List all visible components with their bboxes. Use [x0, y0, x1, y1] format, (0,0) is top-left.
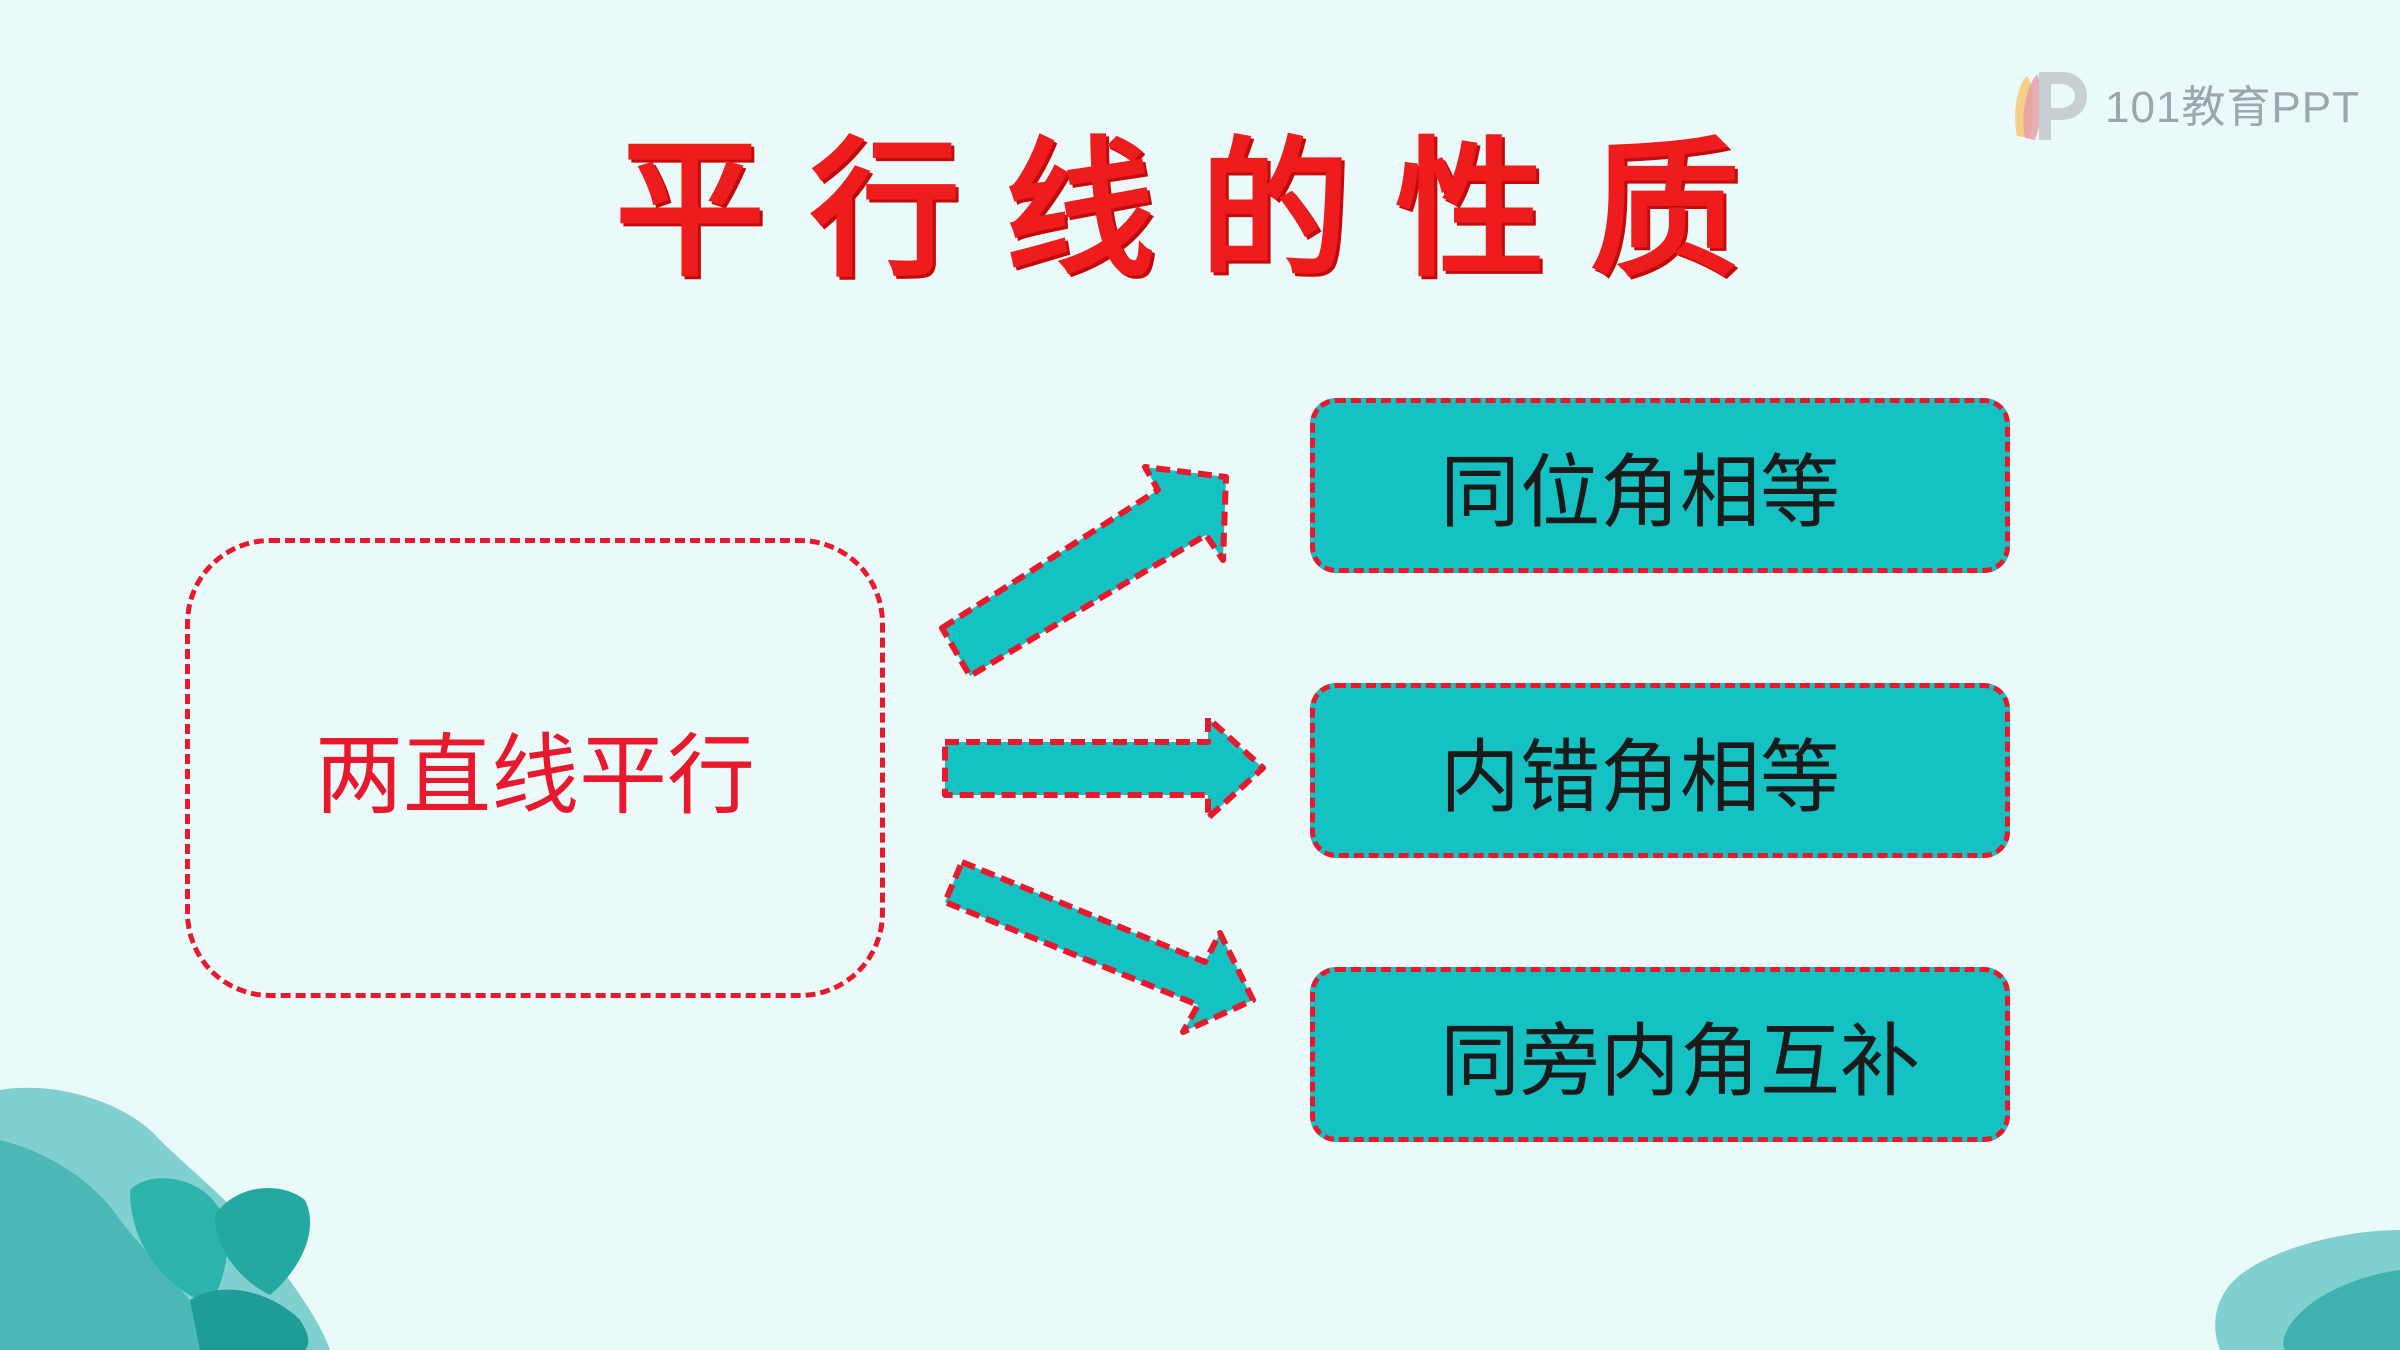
result-box-alternate-angles: 内错角相等 [1310, 683, 2010, 858]
result-label: 同位角相等 [1440, 445, 1840, 539]
result-box-corresponding-angles: 同位角相等 [1310, 398, 2010, 573]
result-label: 内错角相等 [1440, 730, 1840, 824]
arrow-to-alternate-angles [942, 715, 1266, 821]
arrow-to-interior-angles [942, 859, 1256, 1035]
brand-logo: 101教育PPT [2005, 58, 2360, 148]
result-label: 同旁内角互补 [1440, 1014, 1920, 1108]
p-letter-logo-icon [2015, 72, 2087, 140]
premise-label: 两直线平行 [314, 723, 755, 827]
result-box-interior-angles: 同旁内角互补 [1310, 967, 2010, 1142]
premise-box: 两直线平行 [185, 538, 885, 998]
arrow-to-corresponding-angles [939, 464, 1229, 679]
page-title: 平行线的性质 [614, 122, 1785, 298]
brand-logo-text: 101教育PPT [2105, 83, 2360, 132]
